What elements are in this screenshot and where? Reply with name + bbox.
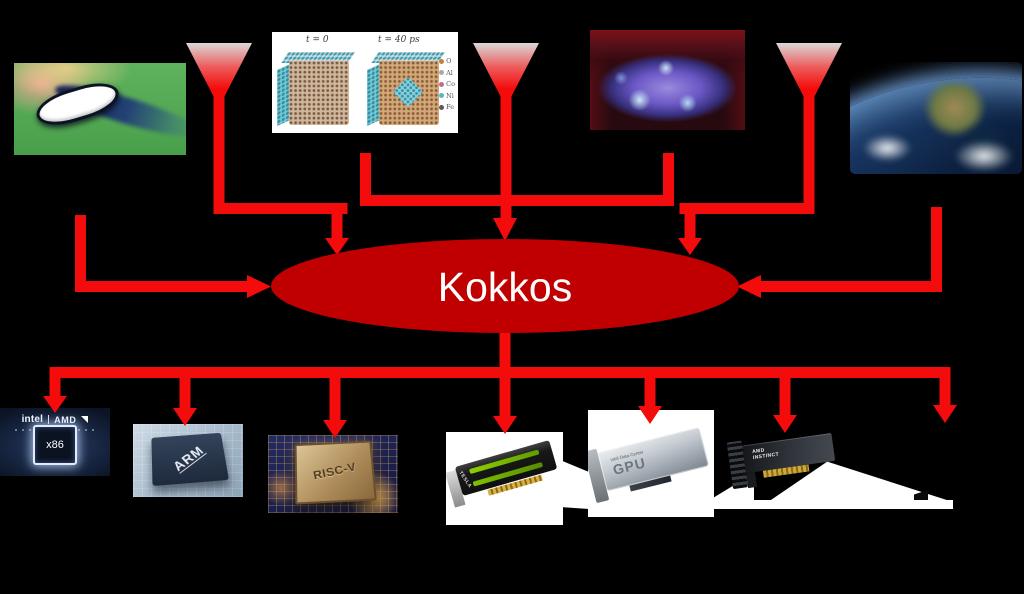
arm-chip-label: ARM xyxy=(169,443,207,475)
kokkos-label: Kokkos xyxy=(438,264,572,310)
molecular-dynamics-image: t = 0 t = 40 ps O Al Co Ni Fe xyxy=(272,32,458,133)
legend-label: Al xyxy=(446,68,453,77)
legend-row: O xyxy=(438,57,455,65)
kokkos-ellipse xyxy=(271,239,739,333)
atom-dot-icon xyxy=(438,81,444,87)
x86-chip-label: x86 xyxy=(46,439,64,452)
funnel-icon-right xyxy=(776,43,842,107)
gpu-bracket xyxy=(746,471,758,489)
arrow-feed-earth xyxy=(737,207,942,298)
x86-brand-row: intel AMD xyxy=(0,414,110,425)
intel-logo: intel xyxy=(21,414,44,425)
amd-logo: AMD xyxy=(54,414,77,425)
riscv-chip-label: RISC-V xyxy=(312,460,358,483)
earth-clouds xyxy=(850,120,933,174)
legend-label: O xyxy=(446,57,452,65)
legend-row: Ni xyxy=(438,91,455,100)
arrow-feed-funnel-center xyxy=(493,95,517,241)
amd-gpu-image: AMD INSTINCT xyxy=(722,430,840,498)
riscv-chip: RISC-V xyxy=(294,441,378,505)
intel-gpu-image: intel Data Center GPU xyxy=(588,410,714,517)
collector-bracket xyxy=(360,153,674,206)
legend-label: Co xyxy=(446,80,455,88)
md-cube-front xyxy=(289,61,349,125)
legend-row: Al xyxy=(438,68,455,77)
arm-chip: ARM xyxy=(151,433,229,487)
legend-label: Fe xyxy=(446,103,455,111)
amd-gpu-card: AMD INSTINCT xyxy=(726,427,839,499)
md-legend: O Al Co Ni Fe xyxy=(438,57,455,111)
clipped-card-notch xyxy=(914,490,928,500)
legend-row: Fe xyxy=(438,103,455,111)
airfoil-cfd-image xyxy=(14,63,186,155)
atom-dot-icon xyxy=(438,93,444,98)
nvidia-gpu-card: TESLA xyxy=(446,434,563,524)
arm-cpu-image: ARM xyxy=(133,424,243,497)
earth-image xyxy=(850,62,1022,174)
x86-cpu-image: intel AMD x86 xyxy=(0,408,110,476)
fusion-facility-image xyxy=(590,30,745,130)
md-lattice-initial xyxy=(277,51,356,127)
white-backdrop-wedge xyxy=(560,460,589,509)
amd-logo-mark-icon xyxy=(81,416,89,423)
x86-chip: x86 xyxy=(33,425,77,466)
atom-dot-icon xyxy=(438,104,444,110)
funnel-icon-center xyxy=(473,43,539,107)
intel-gpu-card: intel Data Center GPU xyxy=(588,422,714,516)
brand-divider xyxy=(48,415,50,424)
legend-row: Co xyxy=(438,80,455,88)
md-time-label-left: t = 0 xyxy=(306,35,329,45)
atom-dot-icon xyxy=(438,58,444,64)
legend-label: Ni xyxy=(446,91,454,100)
white-backdrop-strip xyxy=(712,500,953,509)
md-lattice-evolved xyxy=(367,51,446,127)
earth-clouds xyxy=(939,129,1022,174)
hardware-distribution-bus xyxy=(43,330,957,438)
cfd-airfoil-shape xyxy=(31,76,123,132)
riscv-cpu-image: RISC-V xyxy=(268,435,398,513)
arrow-feed-cfd xyxy=(75,215,271,298)
nvidia-gpu-image: TESLA xyxy=(446,432,563,525)
md-time-label-right: t = 40 ps xyxy=(378,35,420,45)
atom-dot-icon xyxy=(438,70,444,75)
funnel-icon-left xyxy=(186,43,252,107)
